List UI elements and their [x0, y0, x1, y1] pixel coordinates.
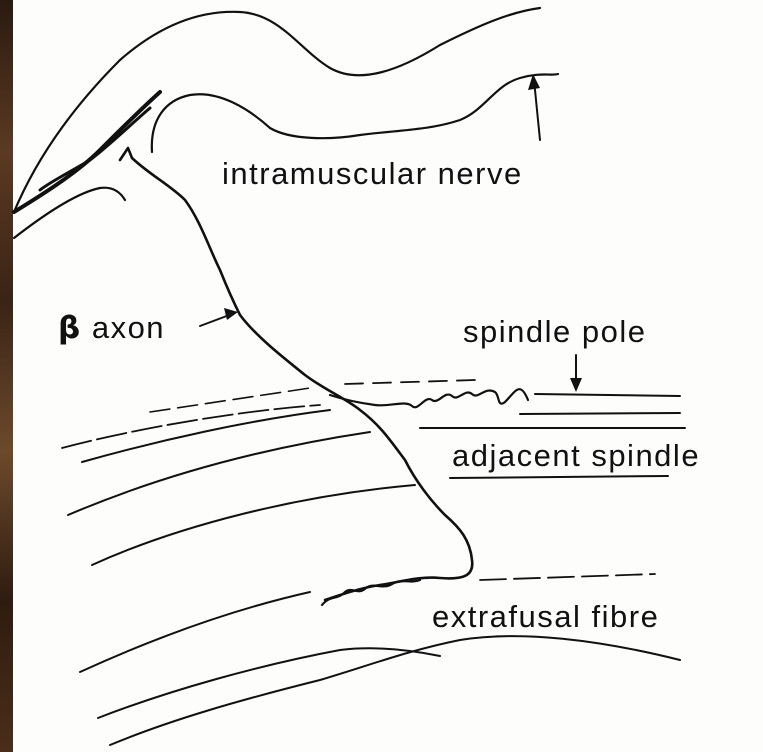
fibre-line-g	[480, 574, 655, 580]
beta-axon-arrowhead	[224, 308, 238, 320]
label-intramuscular-nerve: intramuscular nerve	[222, 158, 523, 189]
spindle-line-1	[535, 394, 680, 396]
spindle-line-2	[520, 413, 680, 414]
spindle-line-dashed	[345, 380, 475, 384]
beta-symbol: β	[58, 310, 82, 346]
fibre-line-c	[68, 432, 370, 515]
fibre-line-i	[110, 636, 680, 745]
axon-branch-mid	[40, 108, 150, 190]
label-spindle-pole: spindle pole	[463, 316, 646, 347]
label-adjacent-spindle: adjacent spindle	[452, 440, 700, 471]
nerve-inner-contour	[152, 74, 558, 152]
fibre-line-a	[62, 405, 320, 448]
extrafusal-ending	[322, 580, 420, 605]
label-beta-axon: β axon	[58, 312, 165, 344]
nerve-arrow	[534, 80, 540, 140]
fibre-line-f	[80, 592, 310, 672]
beta-axon-path	[120, 148, 472, 600]
axon-branch-lower	[14, 188, 125, 238]
axon-branch-upper	[14, 92, 160, 212]
beta-axon-text: axon	[92, 310, 165, 345]
fibre-line-e	[450, 476, 668, 478]
label-extrafusal-fibre: extrafusal fibre	[432, 601, 659, 632]
spindle-pole-arrowhead	[570, 378, 582, 392]
spindle-pole-ending	[330, 389, 528, 407]
fibre-line-d	[92, 485, 415, 565]
